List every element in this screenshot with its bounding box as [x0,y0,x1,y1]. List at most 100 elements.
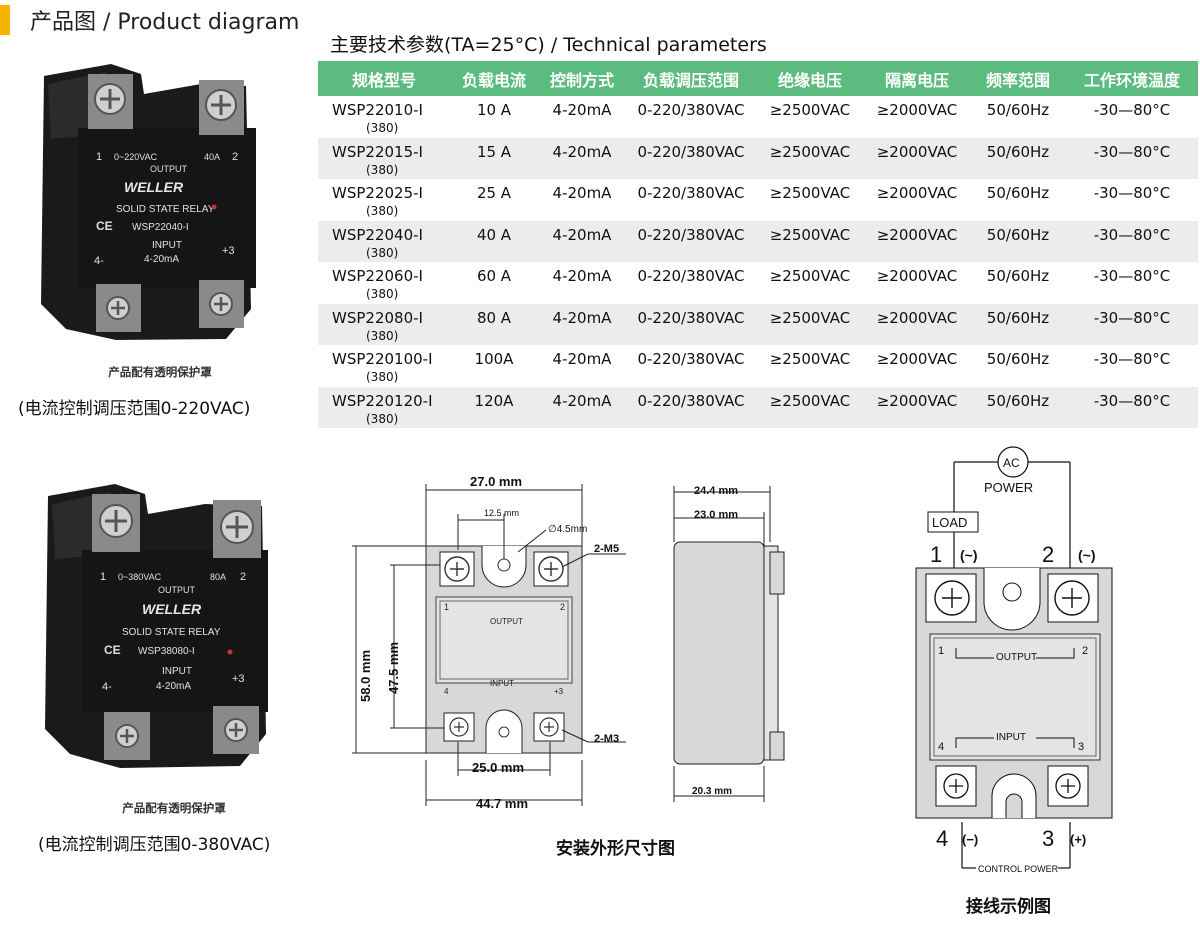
wiring-t3: 3 [1042,826,1054,851]
relay-face [82,550,268,712]
screw-icon [943,773,969,799]
temperature-value: -30—80°C [1093,225,1171,244]
cell-frequency: 50/60Hz [970,96,1066,138]
table-row: WSP220100-I(380) 100A 4-20mA 0-220/380VA… [318,345,1198,387]
model-name: WSP22080-I [332,308,423,327]
dim-output-label: OUTPUT [490,617,523,626]
insulation-value: ≥2500VAC [769,350,851,368]
control-value: 4-20mA [552,225,612,244]
header-isolation: 隔离电压 [864,61,970,96]
isolation-value: ≥2000VAC [876,101,958,119]
relay-brand-logo: WELLER [124,179,184,195]
relay-type: SOLID STATE RELAY [116,204,215,215]
dim-pin2: 2 [560,602,565,612]
range-value: 0-220/380VAC [637,142,745,161]
control-value: 4-20mA [552,184,612,202]
table-row: WSP22025-I(380) 25 A 4-20mA 0-220/380VAC… [318,179,1198,221]
cell-frequency: 50/60Hz [970,179,1066,221]
frequency-value: 50/60Hz [986,391,1050,410]
cell-model: WSP22025-I(380) [318,179,450,221]
insulation-value: ≥2500VAC [769,101,851,119]
relay-model: WSP22040-I [132,222,189,233]
relay-input-range: 4-20mA [156,681,191,692]
relay-output-range: 0~220VAC [114,152,158,162]
wiring-p2: 2 [1082,645,1088,657]
isolation-value: ≥2000VAC [876,142,958,161]
mount-hole-icon [498,726,510,738]
dim-depth-total: 24.4 mm [694,485,738,497]
header-insulation: 绝缘电压 [756,61,864,96]
frequency-value: 50/60Hz [986,350,1050,368]
dim-pin1: 1 [444,602,449,612]
cell-range: 0-220/380VAC [626,345,756,387]
header-temperature: 工作环境温度 [1066,61,1198,96]
relay-terminal-right: 2 [240,571,246,583]
wiring-load: LOAD [932,515,967,530]
temperature-value: -30—80°C [1093,184,1171,202]
accent-bar [0,5,10,35]
relay-photo-1: 1 0~220VAC 40A 2 OUTPUT WELLER SOLID STA… [41,64,256,340]
isolation-value: ≥2000VAC [876,308,958,327]
relay-terminal-left: 1 [96,151,102,163]
current-value: 10 A [476,101,512,119]
cell-insulation: ≥2500VAC [756,386,864,428]
range-value: 0-220/380VAC [637,101,745,119]
frequency-value: 50/60Hz [986,142,1050,161]
temperature-value: -30—80°C [1093,391,1171,410]
table-row: WSP22010-I(380) 10 A 4-20mA 0-220/380VAC… [318,96,1198,138]
section-title: 产品图 / Product diagram [30,10,300,35]
relay-terminal-right: 2 [232,151,238,163]
cell-control: 4-20mA [538,96,626,138]
table-row: WSP22040-I(380) 40 A 4-20mA 0-220/380VAC… [318,220,1198,262]
insulation-value: ≥2500VAC [769,142,851,161]
control-value: 4-20mA [552,267,612,285]
model-suffix: (380) [366,370,399,384]
cell-range: 0-220/380VAC [626,303,756,345]
range-value: 0-220/380VAC [637,308,745,327]
header-range: 负载调压范围 [626,61,756,96]
frequency-value: 50/60Hz [986,308,1050,327]
dim-hole-offset: 12.5 mm [484,508,519,518]
dim-height-inner: 47.5 mm [386,642,401,694]
cell-temperature: -30—80°C [1066,137,1198,179]
cell-frequency: 50/60Hz [970,386,1066,428]
cell-isolation: ≥2000VAC [864,386,970,428]
dim-depth-body: 23.0 mm [694,509,738,521]
status-led-icon [227,649,233,655]
model-suffix: (380) [366,287,399,301]
insulation-value: ≥2500VAC [769,184,851,202]
cell-temperature: -30—80°C [1066,303,1198,345]
wiring-t1-sym: (~) [960,547,978,563]
model-name: WSP22060-I [332,267,423,285]
insulation-value: ≥2500VAC [769,391,851,410]
cell-control: 4-20mA [538,303,626,345]
cell-current: 120A [450,386,538,428]
relay-model: WSP38080-I [138,646,195,657]
cover-note-2: 产品配有透明保护罩 [122,801,226,815]
screw-icon [934,580,970,616]
dim-screw-bottom: 2-M3 [594,733,619,745]
cell-control: 4-20mA [538,386,626,428]
relay-input-label: INPUT [152,240,182,251]
cell-range: 0-220/380VAC [626,137,756,179]
relay-input-neg: 4- [94,255,104,267]
current-value: 40 A [476,225,512,244]
cell-insulation: ≥2500VAC [756,262,864,304]
wiring-output-label: OUTPUT [996,652,1037,663]
control-value: 4-20mA [552,308,612,327]
cell-model: WSP22015-I(380) [318,137,450,179]
range-value: 0-220/380VAC [637,267,745,285]
cell-isolation: ≥2000VAC [864,137,970,179]
screw-icon [1055,773,1081,799]
cell-range: 0-220/380VAC [626,96,756,138]
control-value: 4-20mA [552,142,612,161]
temperature-value: -30—80°C [1093,308,1171,327]
model-name: WSP220120-I [332,391,433,410]
cell-model: WSP22060-I (380) [318,262,450,304]
relay-input-range: 4-20mA [144,254,179,265]
dim-hole-dia: ∅4.5mm [548,524,587,535]
relay-face [78,128,256,288]
cell-temperature: -30—80°C [1066,220,1198,262]
wiring-control-power: CONTROL POWER [978,864,1059,874]
cell-insulation: ≥2500VAC [756,96,864,138]
